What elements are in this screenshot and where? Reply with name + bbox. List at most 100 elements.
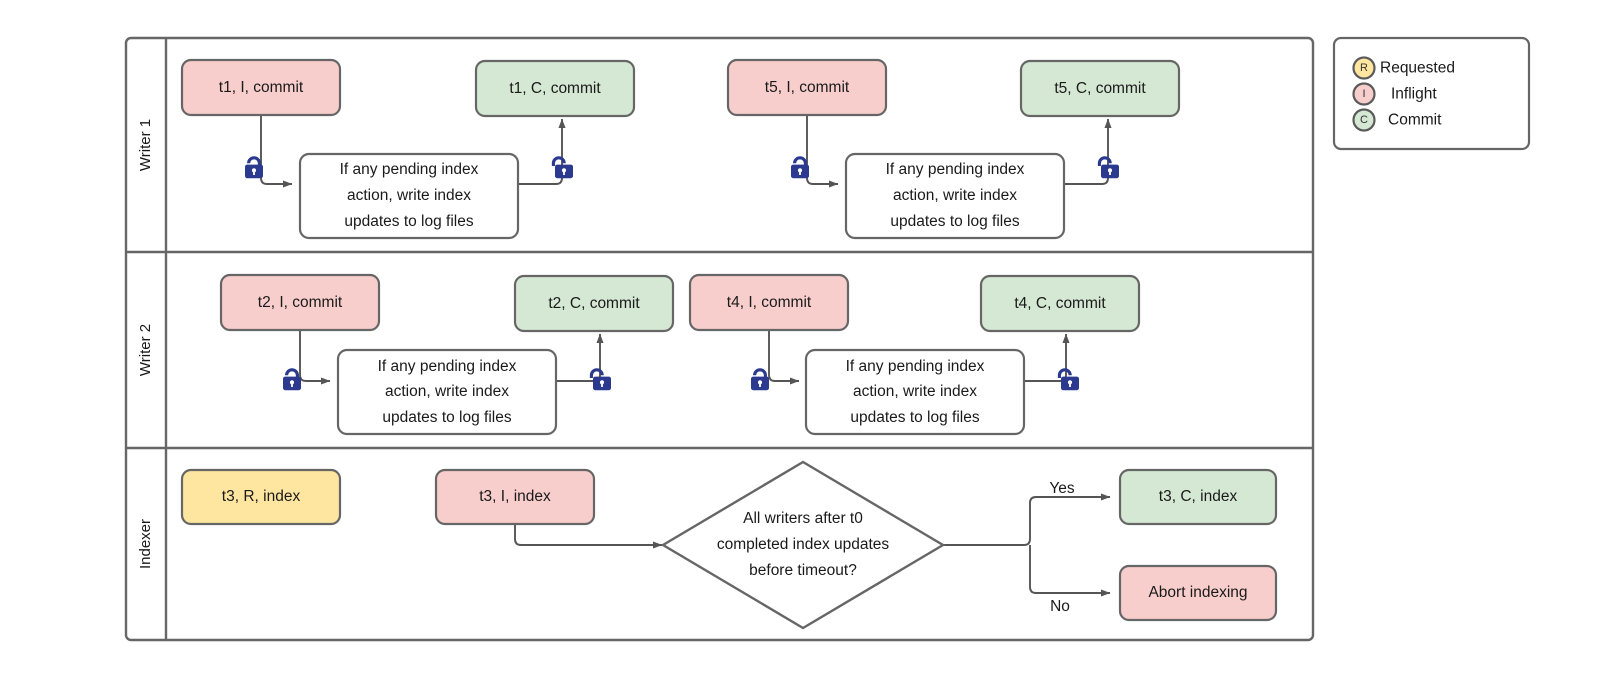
node-t3-commit-index[interactable]: t3, C, index [1118,468,1278,526]
legend-panel: R Requested I Inflight C Commit [1332,36,1531,151]
process-w1-left[interactable]: If any pending index action, write index… [298,152,520,240]
node-w1-t1-commit-label: t1, C, commit [509,80,601,97]
node-t3-requested[interactable]: t3, R, index [180,468,342,526]
process-w2-right-line1: If any pending index [846,358,985,375]
commit-status-glyph: C [1360,114,1368,126]
flow-decision-no-to-abort [1029,545,1111,597]
lane-indexer-content: Yes No t3, R, index t3, I, index All wri… [180,460,1278,630]
node-w1-t1-commit-shape[interactable] [474,59,636,118]
node-w2-t2-inflight-label: t2, I, commit [258,294,343,311]
pool-outline [124,36,1315,642]
legend-item-requested: R Requested [1352,56,1455,80]
node-w2-t2-inflight[interactable]: t2, I, commit [219,273,381,332]
node-w1-t5-inflight-label: t5, I, commit [765,79,850,96]
node-abort-indexing-shape[interactable] [1118,564,1278,622]
node-w2-t4-inflight[interactable]: t4, I, commit [688,273,850,332]
node-t3-requested-label: t3, R, index [222,488,301,505]
unlocked-padlock-icon [551,156,573,179]
node-t3-inflight-label: t3, I, index [479,488,551,505]
inflight-status-glyph: I [1362,88,1365,100]
inflight-status-icon [1352,82,1376,106]
legend-label-inflight: Inflight [1391,86,1437,103]
node-t3-requested-shape[interactable] [180,468,342,526]
locked-padlock-icon [751,368,769,391]
lane-writer-1-content: t1, I, commit t1, C, commit t5, I, commi… [180,58,1181,240]
process-w1-right-shape[interactable] [844,152,1066,240]
requested-status-glyph: R [1360,62,1368,74]
flow-w2-t4-to-process [768,330,800,385]
node-abort-indexing-label: Abort indexing [1148,584,1247,601]
legend-item-inflight: I Inflight [1352,82,1437,106]
node-abort-indexing[interactable]: Abort indexing [1118,564,1278,622]
process-w2-left-line3: updates to log files [382,409,512,426]
decision-index-timeout-shape[interactable] [660,460,946,630]
node-w2-t2-inflight-shape[interactable] [219,273,381,332]
unlocked-padlock-icon [589,368,611,391]
legend-item-commit: C Commit [1352,108,1442,132]
decision-line2: completed index updates [717,536,890,553]
node-w1-t5-inflight[interactable]: t5, I, commit [726,58,888,117]
swimlane-pool: Writer 1 Writer 2 Indexer [124,36,1315,642]
node-w1-t5-commit-shape[interactable] [1019,59,1181,118]
process-w2-right-line3: updates to log files [850,409,980,426]
node-w2-t4-inflight-shape[interactable] [688,273,850,332]
legend-label-requested: Requested [1380,60,1455,77]
unlocked-padlock-icon [1057,368,1079,391]
node-w1-t5-commit[interactable]: t5, C, commit [1019,59,1181,118]
flow-w2-process-to-t2-commit [556,333,604,382]
node-t3-commit-index-label: t3, C, index [1159,488,1238,505]
decision-line1: All writers after t0 [743,510,863,527]
locked-padlock-icon [791,156,809,179]
flow-w2-t2-to-process [299,330,331,385]
process-w1-right[interactable]: If any pending index action, write index… [844,152,1066,240]
lane-writer-2-content: t2, I, commit t2, C, commit t4, I, commi… [219,273,1141,436]
node-w2-t2-commit[interactable]: t2, C, commit [513,274,675,333]
commit-status-icon [1352,108,1376,132]
flow-w1-t1-to-process [260,115,293,188]
unlocked-padlock-icon [1097,156,1119,179]
node-w2-t4-commit-label: t4, C, commit [1014,295,1106,312]
flow-decision-yes-to-t3-commit [943,493,1111,546]
flow-t3-inflight-to-decision [514,522,663,549]
node-w1-t5-inflight-shape[interactable] [726,58,888,117]
node-w1-t1-inflight-shape[interactable] [180,58,342,117]
node-w1-t1-inflight-label: t1, I, commit [219,79,304,96]
node-w2-t2-commit-label: t2, C, commit [548,295,640,312]
node-w2-t4-commit[interactable]: t4, C, commit [979,274,1141,333]
lane-label-writer-2: Writer 2 [137,324,154,376]
node-w2-t2-commit-shape[interactable] [513,274,675,333]
node-w1-t5-commit-label: t5, C, commit [1054,80,1146,97]
lane-label-writer-1: Writer 1 [137,119,154,171]
node-w2-t4-inflight-label: t4, I, commit [727,294,812,311]
process-w2-right-shape[interactable] [804,348,1026,436]
process-w2-left-line2: action, write index [385,383,509,400]
process-w1-right-line3: updates to log files [890,213,1020,230]
flow-w1-t5-to-process [806,115,839,188]
edge-label-yes: Yes [1049,480,1075,497]
locked-padlock-icon [245,156,263,179]
process-w1-right-line2: action, write index [893,187,1017,204]
process-w1-right-line1: If any pending index [886,161,1025,178]
process-w1-left-line1: If any pending index [340,161,479,178]
process-w2-left-shape[interactable] [336,348,558,436]
process-w2-left[interactable]: If any pending index action, write index… [336,348,558,436]
legend-label-commit: Commit [1388,112,1442,129]
legend-panel-outline [1332,36,1531,151]
node-t3-inflight[interactable]: t3, I, index [434,468,596,526]
process-w1-left-line2: action, write index [347,187,471,204]
node-w1-t1-commit[interactable]: t1, C, commit [474,59,636,118]
process-w1-left-line3: updates to log files [344,213,474,230]
node-t3-commit-index-shape[interactable] [1118,468,1278,526]
requested-status-icon [1352,56,1376,80]
process-w2-left-line1: If any pending index [378,358,517,375]
process-w2-right[interactable]: If any pending index action, write index… [804,348,1026,436]
node-t3-inflight-shape[interactable] [434,468,596,526]
decision-line3: before timeout? [749,562,857,579]
node-w2-t4-commit-shape[interactable] [979,274,1141,333]
process-w1-left-shape[interactable] [298,152,520,240]
lane-label-indexer: Indexer [137,519,154,569]
locked-padlock-icon [283,368,301,391]
decision-index-timeout[interactable]: All writers after t0 completed index upd… [660,460,946,630]
node-w1-t1-inflight[interactable]: t1, I, commit [180,58,342,117]
